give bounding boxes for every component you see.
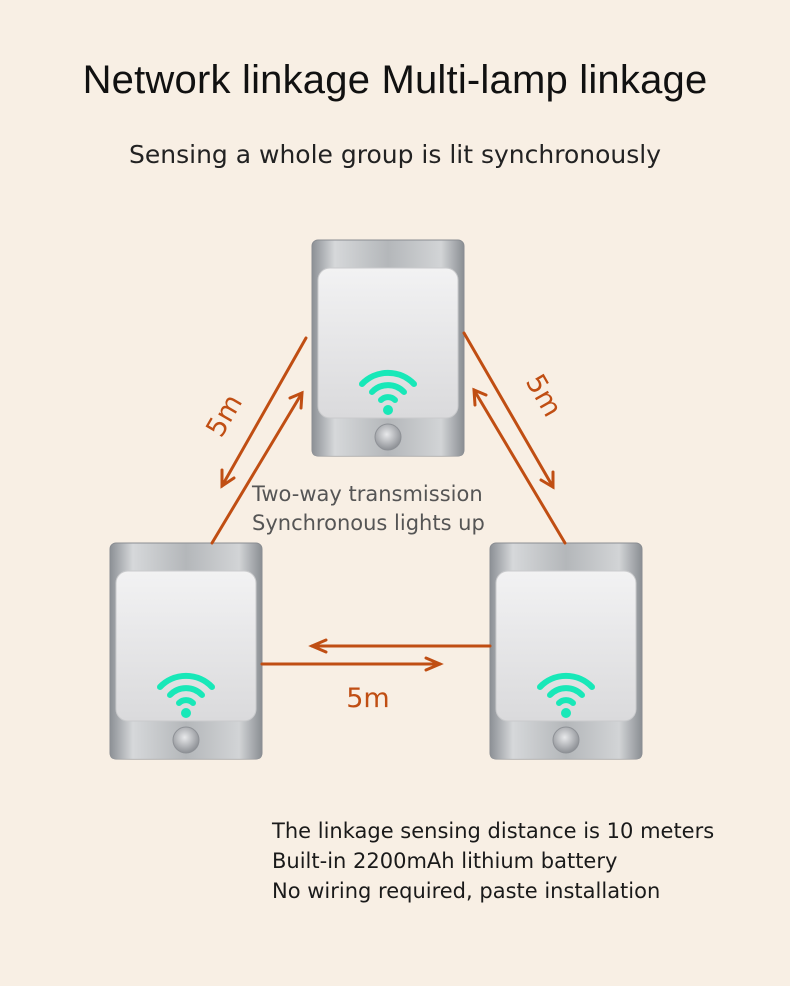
arrow-left-outer [220,336,308,488]
feature-item: Built-in 2200mAh lithium battery [272,849,618,873]
arrow-left-inner [210,391,304,545]
feature-item: No wiring required, paste installation [272,879,661,903]
lamp-left [110,543,262,759]
feature-list: The linkage sensing distance is 10 meter… [272,816,714,906]
lamp-top [312,240,464,456]
feature-item: The linkage sensing distance is 10 meter… [272,819,715,843]
distance-label-right: 5m [519,369,568,422]
distance-label-left: 5m [200,389,249,442]
caption-line-1: Two-way transmission [252,482,483,506]
transmission-caption: Two-way transmission Synchronous lights … [252,480,485,538]
page-subtitle: Sensing a whole group is lit synchronous… [129,140,661,169]
page-title: Network linkage Multi-lamp linkage [82,58,708,102]
caption-line-2: Synchronous lights up [252,511,485,535]
arrow-right-outer [462,331,555,489]
lamp-right [490,543,642,759]
distance-label-bottom: 5m [346,683,389,714]
arrow-right-inner [472,388,567,545]
